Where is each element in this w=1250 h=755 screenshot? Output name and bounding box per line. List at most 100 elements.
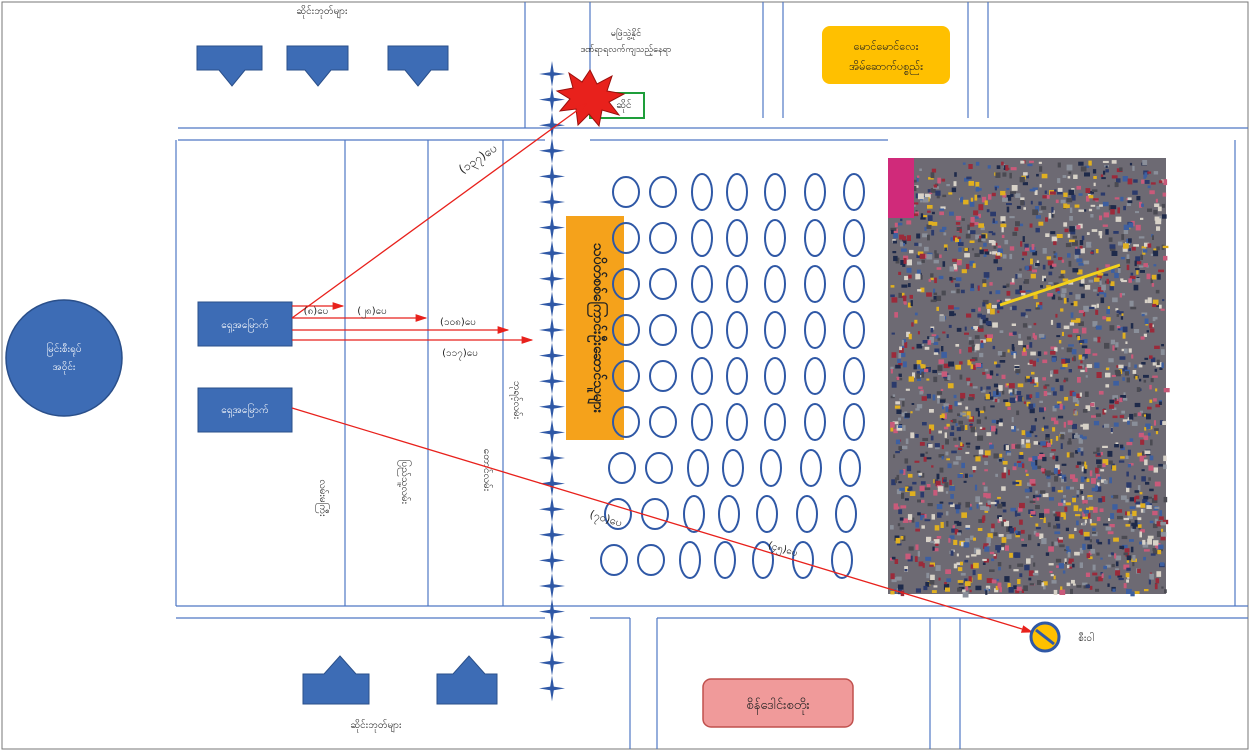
photo-speck [917, 499, 922, 503]
photo-speck [1082, 476, 1087, 480]
photo-speck [909, 294, 913, 299]
photo-speck [924, 346, 930, 350]
photo-speck [997, 549, 1000, 553]
photo-speck [901, 284, 908, 288]
photo-speck [968, 576, 972, 582]
photo-speck [951, 425, 955, 430]
photo-speck [1111, 563, 1115, 568]
photo-speck [1012, 331, 1017, 335]
photo-speck [1110, 427, 1113, 433]
photo-speck [953, 181, 957, 187]
crowd-ellipse [760, 449, 782, 487]
photo-speck [991, 232, 996, 236]
photo-speck [902, 445, 908, 450]
photo-speck [944, 247, 948, 251]
photo-speck [960, 442, 963, 446]
photo-speck [1035, 215, 1041, 219]
photo-speck [1043, 584, 1046, 590]
photo-speck [1063, 192, 1068, 197]
photo-speck [1138, 432, 1144, 438]
photo-speck [1130, 306, 1137, 310]
photo-speck [934, 525, 940, 531]
photo-speck [1065, 546, 1070, 551]
photo-speck [1158, 400, 1162, 403]
photo-speck [1130, 546, 1134, 553]
photo-speck [1137, 524, 1142, 528]
photo-speck [1149, 520, 1154, 524]
photo-speck [1082, 423, 1089, 430]
photo-speck [1050, 439, 1053, 445]
photo-speck [982, 283, 987, 287]
photo-speck [1021, 439, 1025, 445]
photo-speck [1031, 461, 1036, 467]
photo-speck [1162, 192, 1167, 197]
photo-speck [1096, 293, 1100, 296]
photo-speck [1129, 300, 1134, 307]
photo-speck [1144, 459, 1148, 466]
photo-speck [1155, 431, 1159, 435]
photo-speck [1035, 459, 1038, 466]
photo-speck [1109, 244, 1116, 249]
photo-speck [1149, 573, 1154, 580]
photo-speck [1105, 229, 1109, 235]
photo-speck [983, 249, 988, 252]
photo-speck [982, 372, 986, 375]
photo-speck [1068, 369, 1072, 373]
photo-speck [980, 410, 985, 414]
photo-speck [941, 346, 944, 352]
photo-speck [970, 217, 975, 223]
photo-speck [996, 303, 1001, 310]
photo-speck [965, 501, 970, 508]
crowd-ellipse [843, 403, 865, 441]
photo-speck [956, 288, 960, 294]
photo-speck [1011, 323, 1016, 326]
photo-speck [1133, 244, 1139, 247]
photo-speck [969, 230, 976, 235]
photo-speck [1117, 207, 1120, 214]
photo-speck [1001, 457, 1004, 461]
photo-speck [1119, 415, 1125, 419]
photo-speck [928, 221, 933, 225]
photo-speck [1125, 511, 1129, 516]
crowd-ellipse [804, 311, 826, 349]
photo-speck [932, 394, 936, 401]
photo-speck [1015, 221, 1020, 227]
photo-speck [1120, 446, 1125, 451]
photo-speck [970, 283, 974, 289]
photo-speck [1053, 255, 1056, 258]
photo-speck [1080, 483, 1084, 489]
photo-speck [1019, 176, 1025, 183]
photo-speck [919, 373, 923, 377]
photo-speck [1139, 531, 1142, 538]
photo-speck [1162, 214, 1167, 219]
photo-speck [917, 331, 920, 335]
photo-speck [1112, 504, 1118, 510]
photo-speck [915, 273, 921, 280]
photo-speck [1079, 562, 1083, 568]
photo-speck [1075, 403, 1079, 406]
no-entry-icon [1029, 621, 1061, 653]
photo-speck [990, 405, 995, 408]
photo-speck [1091, 531, 1098, 537]
photo-speck [1090, 548, 1096, 554]
photo-speck [1101, 573, 1104, 578]
photo-speck [921, 396, 927, 401]
photo-speck [900, 218, 903, 222]
barricade-star [539, 675, 565, 702]
photo-speck [986, 373, 992, 379]
photo-speck [1017, 383, 1024, 388]
photo-speck [1107, 450, 1113, 457]
photo-speck [1154, 368, 1158, 372]
photo-speck [1158, 544, 1164, 550]
photo-speck [981, 314, 986, 320]
photo-speck [1092, 527, 1096, 531]
photo-speck [1042, 456, 1047, 462]
photo-speck [1147, 535, 1154, 539]
photo-speck [1052, 263, 1057, 267]
photo-speck [892, 251, 897, 254]
photo-speck [955, 508, 960, 514]
photo-speck [1065, 243, 1072, 248]
photo-speck [1123, 517, 1129, 521]
photo-speck [1135, 256, 1141, 262]
photo-speck [1135, 261, 1142, 265]
